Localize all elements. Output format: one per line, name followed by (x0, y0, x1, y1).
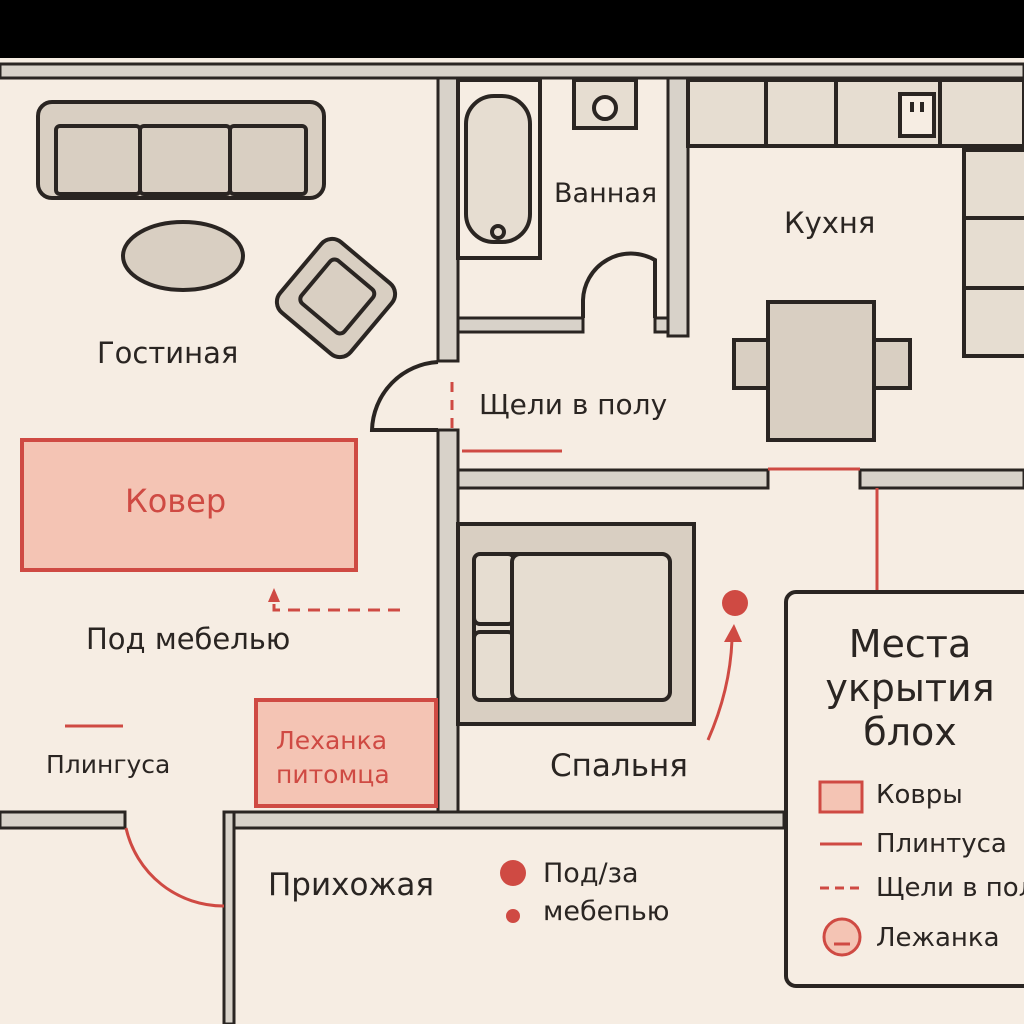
wall-bath-bottom-left (456, 316, 585, 334)
legend-title-line2: укрытия (825, 666, 995, 710)
rug-swatch-icon (818, 780, 864, 814)
bathroom-door-swing (581, 251, 657, 318)
wall-hall-right (230, 810, 786, 830)
kitchen-table (732, 300, 912, 442)
wall-hall-stub (222, 810, 236, 1024)
room-label-kitchen: Кухня (784, 206, 876, 240)
rug-label: Ковер (125, 482, 227, 520)
legend-item-rugs: Ковры (876, 780, 963, 810)
floor-gaps-label: Щели в полу (479, 388, 668, 421)
wall-living-bath-upper (436, 76, 460, 363)
sofa (36, 100, 326, 200)
top-black-bar (0, 0, 1024, 58)
legend-item-baseboards: Плинтуса (876, 829, 1007, 859)
legend-title-line3: блох (863, 710, 957, 754)
bedroom-arrow (706, 639, 734, 741)
pet-bed-label-line2: питомца (276, 760, 390, 789)
under-behind-label-line1: Под/за (543, 858, 639, 889)
wall-kitchen-bedroom-left (456, 468, 770, 490)
hall-dot-large (500, 860, 526, 886)
wall-top (0, 62, 1024, 80)
pet-bed-icon (822, 917, 862, 957)
wall-hall-left (0, 810, 127, 830)
kitchen-counters-top (686, 78, 1024, 148)
pet-bed (254, 698, 438, 808)
bedroom-arrow-head (724, 624, 742, 642)
wall-bath-bottom-right (653, 316, 670, 334)
bed (456, 522, 696, 726)
legend-title-line1: Места (848, 622, 972, 666)
under-furniture-arrow (268, 588, 400, 612)
bathtub (456, 78, 542, 260)
under-behind-furniture-dot (722, 590, 748, 616)
room-label-hallway: Прихожая (268, 867, 435, 903)
room-label-bedroom: Спальня (550, 748, 688, 784)
armchair (274, 236, 398, 360)
pet-bed-label-line1: Леханка (276, 726, 388, 755)
under-furniture-label: Под мебелью (86, 622, 291, 656)
wall-kitchen-bedroom-right (858, 468, 1024, 490)
wall-bath-kitchen (666, 76, 690, 338)
entry-door-swing (124, 827, 225, 908)
legend-box (784, 590, 1024, 988)
hall-dot-small (506, 909, 520, 923)
under-behind-label-line2: мебепью (543, 896, 670, 927)
rug (20, 438, 358, 572)
room-label-bathroom: Ванная (554, 178, 658, 209)
room-label-living: Гостиная (97, 336, 239, 370)
baseboards-label: Плингуса (46, 750, 171, 779)
toilet (572, 78, 638, 130)
living-door-swing (369, 360, 439, 432)
legend-item-pet-bed: Лежанка (876, 923, 1000, 953)
coffee-table (121, 220, 245, 292)
legend-item-floor-gaps: Щели в пол (876, 873, 1024, 903)
kitchen-counters-side (962, 148, 1024, 358)
wall-living-bedroom (436, 428, 460, 814)
